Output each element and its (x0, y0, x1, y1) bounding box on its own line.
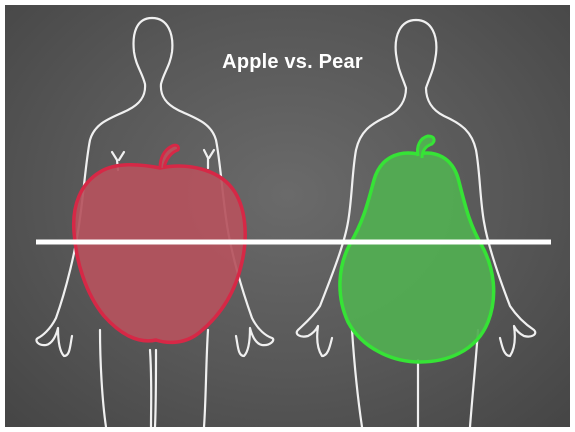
chalkboard-background: Apple vs. Pear (5, 5, 570, 427)
apple-body-shape (74, 165, 245, 343)
pear-body-shape (340, 153, 494, 362)
slide-title: Apple vs. Pear (205, 51, 380, 74)
pear-icon (340, 136, 494, 362)
